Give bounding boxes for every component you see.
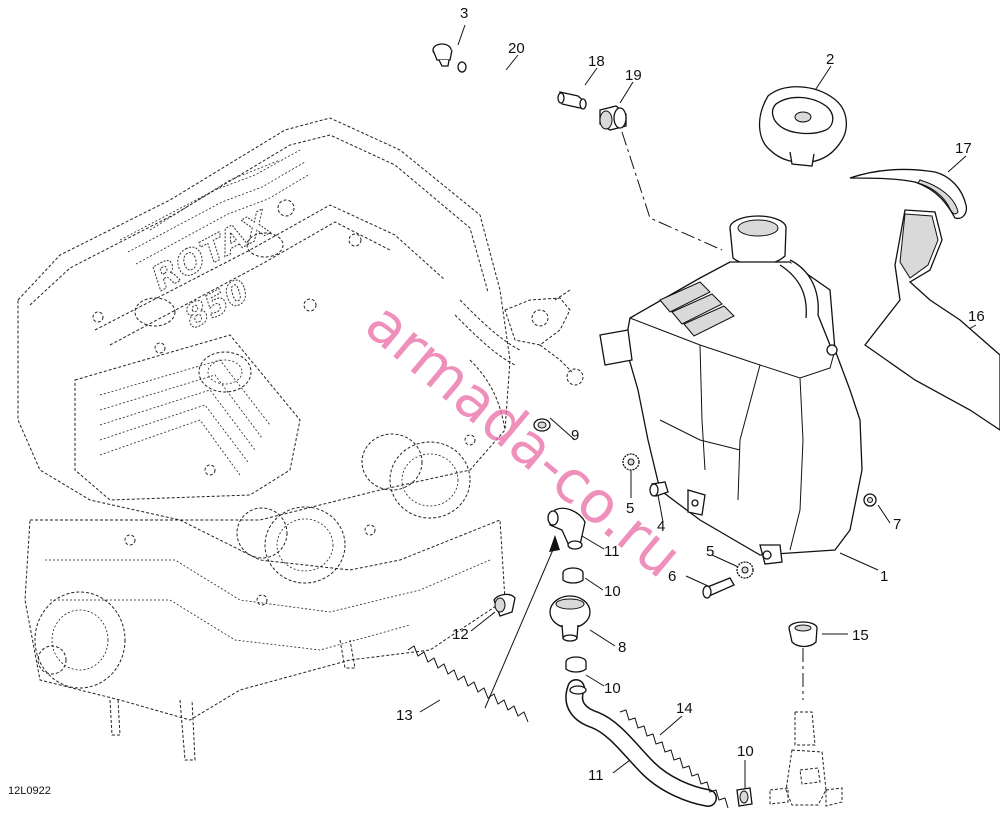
part-2-reservoir-cap xyxy=(758,86,847,167)
part-13-spring xyxy=(407,645,529,723)
part-14-spring xyxy=(619,709,729,809)
valve-assembly-phantom xyxy=(504,289,584,386)
callout-labels: 1 2 3 4 5 5 6 7 8 9 10 10 10 11 11 12 13… xyxy=(396,5,985,784)
part-10-clamp-bottom xyxy=(736,787,753,807)
part-11-lower-hose xyxy=(565,679,717,807)
part-18-connector xyxy=(557,91,588,110)
part-9-clamp xyxy=(533,418,551,432)
part-12-plug xyxy=(493,593,516,617)
part-5-washer-lower xyxy=(736,561,754,579)
callout-20: 20 xyxy=(508,40,525,57)
part-20-vent-hose xyxy=(455,61,551,99)
callout-11-upper: 11 xyxy=(604,543,620,560)
part-10-clamp-upper xyxy=(562,567,584,584)
callout-2: 2 xyxy=(826,51,834,68)
callout-5-upper: 5 xyxy=(626,500,634,517)
callout-13: 13 xyxy=(396,707,413,724)
part-6-bolt xyxy=(702,577,735,599)
engine-phantom: ROTAX 850 xyxy=(17,117,521,761)
callout-10-bottom: 10 xyxy=(737,743,754,760)
part-1-reservoir-tank xyxy=(599,215,863,565)
part-19-grommet xyxy=(599,105,627,131)
part-5-washer-upper xyxy=(622,453,640,471)
callout-4: 4 xyxy=(657,518,665,535)
callout-5-lower: 5 xyxy=(706,543,714,560)
callout-1: 1 xyxy=(880,568,888,585)
part-16-heat-shield xyxy=(864,209,1000,431)
part-8-valve xyxy=(549,595,591,642)
callout-16: 16 xyxy=(968,308,985,325)
part-10-clamp-lower xyxy=(565,656,587,673)
callout-7: 7 xyxy=(893,516,901,533)
part-7-nut xyxy=(863,493,877,507)
callout-12: 12 xyxy=(452,626,469,643)
part-17-strap xyxy=(849,168,968,220)
callout-15: 15 xyxy=(852,627,869,644)
callout-19: 19 xyxy=(625,67,642,84)
callout-8: 8 xyxy=(618,639,626,656)
callout-9: 9 xyxy=(571,427,579,444)
figure-reference-code: 12L0922 xyxy=(8,785,51,797)
part-15-grommet xyxy=(788,621,818,648)
callout-3: 3 xyxy=(460,5,468,22)
part-11-y-connector xyxy=(547,507,586,550)
callout-10-lower: 10 xyxy=(604,680,621,697)
part-4-bolt xyxy=(649,481,669,497)
callout-14: 14 xyxy=(676,700,693,717)
drain-fitting-phantom xyxy=(769,711,843,807)
callout-17: 17 xyxy=(955,140,972,157)
part-3-vent-fitting xyxy=(432,43,453,67)
callout-18: 18 xyxy=(588,53,605,70)
callout-10-upper: 10 xyxy=(604,583,621,600)
callout-6: 6 xyxy=(668,568,676,585)
leader-lines xyxy=(419,24,977,790)
callout-11-lower: 11 xyxy=(588,767,604,784)
